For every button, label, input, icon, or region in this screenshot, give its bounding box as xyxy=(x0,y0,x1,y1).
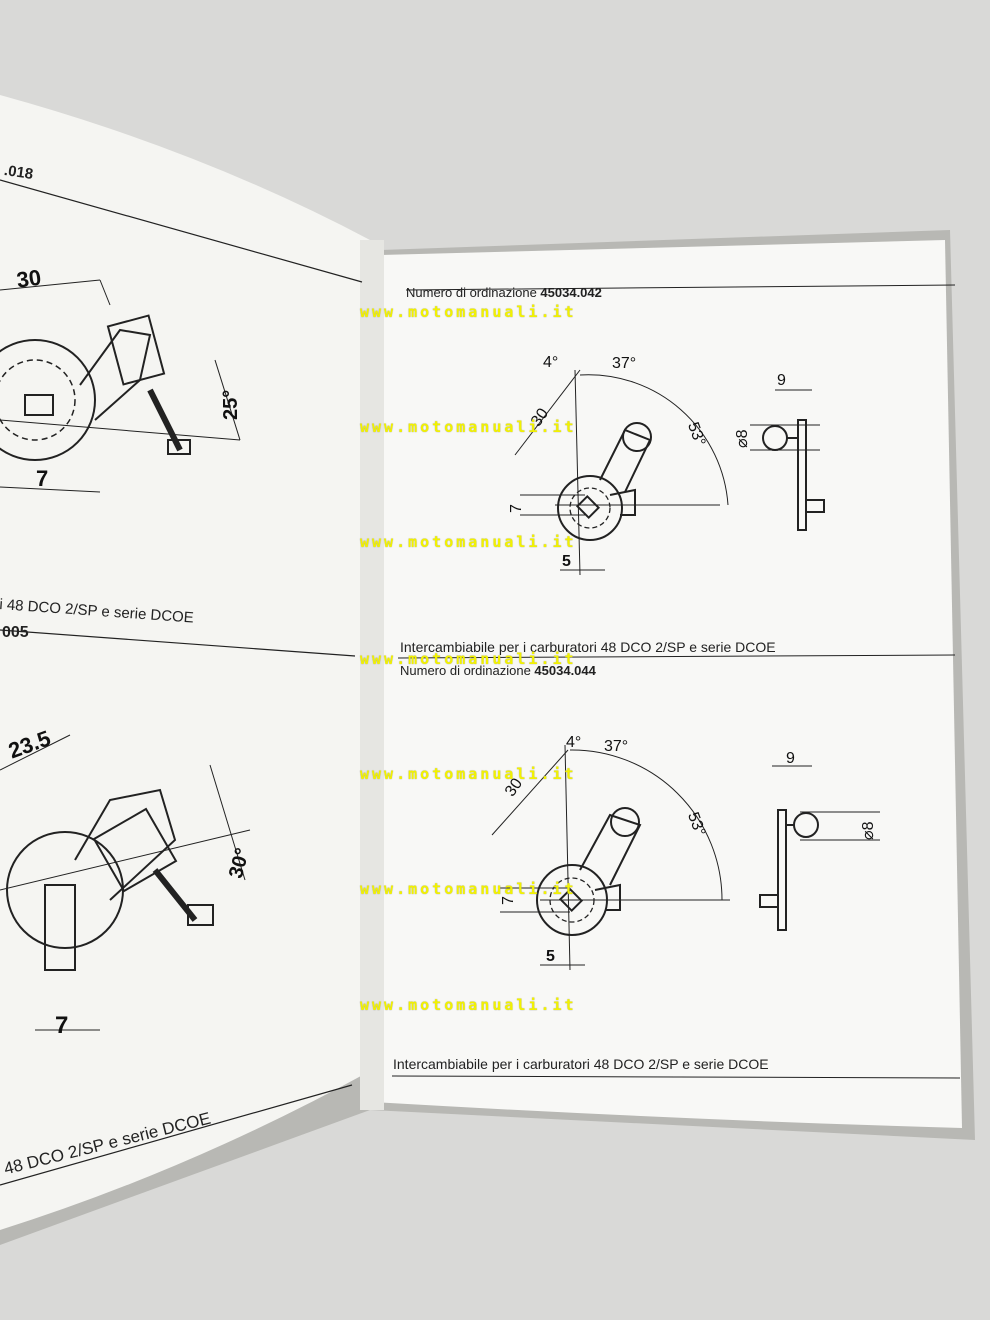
dim-r2-37deg: 37° xyxy=(604,738,629,755)
dim-left-top-7: 7 xyxy=(36,466,49,491)
dim-r1-dia8: ⌀8 xyxy=(734,429,751,448)
right-mid-rule xyxy=(397,654,956,659)
left-drawing-bottom xyxy=(0,734,251,1031)
dim-r2-5: 5 xyxy=(546,948,555,965)
right-drawing-top xyxy=(514,369,825,576)
order-label-2: Numero di ordinazione xyxy=(400,663,531,678)
order-label-1: Numero di ordinazione xyxy=(406,285,537,300)
watermark-5: www.motomanuali.it xyxy=(360,765,577,783)
order-number-2: Numero di ordinazione 45034.044 xyxy=(400,663,596,678)
right-bottom-rule xyxy=(391,1075,961,1079)
left-bottom-rule xyxy=(0,1084,353,1186)
dim-r2-9: 9 xyxy=(786,750,795,767)
watermark-6: www.motomanuali.it xyxy=(360,880,577,898)
dim-r1-9: 9 xyxy=(777,372,786,389)
watermark-2: www.motomanuali.it xyxy=(360,418,577,436)
dim-r1-5: 5 xyxy=(562,553,571,570)
watermark-1: www.motomanuali.it xyxy=(360,303,577,321)
part-number-2: 45034.044 xyxy=(534,663,596,678)
left-mid-rule xyxy=(0,629,356,657)
left-header-rule xyxy=(0,179,363,283)
watermark-7: www.motomanuali.it xyxy=(360,996,577,1014)
dim-left-top-25deg: 25° xyxy=(220,389,242,420)
interchange-text-2: Intercambiabile per i carburatori 48 DCO… xyxy=(393,1056,769,1072)
dim-r2-4deg: 4° xyxy=(566,734,582,751)
part-number-1: 45034.042 xyxy=(540,285,602,300)
right-drawing-bottom xyxy=(491,744,880,971)
dim-left-top-30: 30 xyxy=(15,264,43,293)
watermark-4: www.motomanuali.it xyxy=(360,650,577,668)
left-page xyxy=(0,95,372,1230)
dim-r1-37deg: 37° xyxy=(612,355,637,372)
dim-left-bottom-7: 7 xyxy=(55,1012,69,1039)
dim-r1-4deg: 4° xyxy=(543,354,559,371)
right-top-rule xyxy=(405,284,956,291)
watermark-3: www.motomanuali.it xyxy=(360,533,577,551)
order-number-1: Numero di ordinazione 45034.042 xyxy=(406,285,602,300)
right-page xyxy=(372,240,962,1128)
left-drawing-top xyxy=(0,279,241,493)
dim-r2-dia8: ⌀8 xyxy=(860,821,877,840)
dim-r1-7: 7 xyxy=(508,504,525,513)
left-code-2: 005 xyxy=(2,624,29,641)
interchange-text-1: Intercambiabile per i carburatori 48 DCO… xyxy=(400,639,776,655)
